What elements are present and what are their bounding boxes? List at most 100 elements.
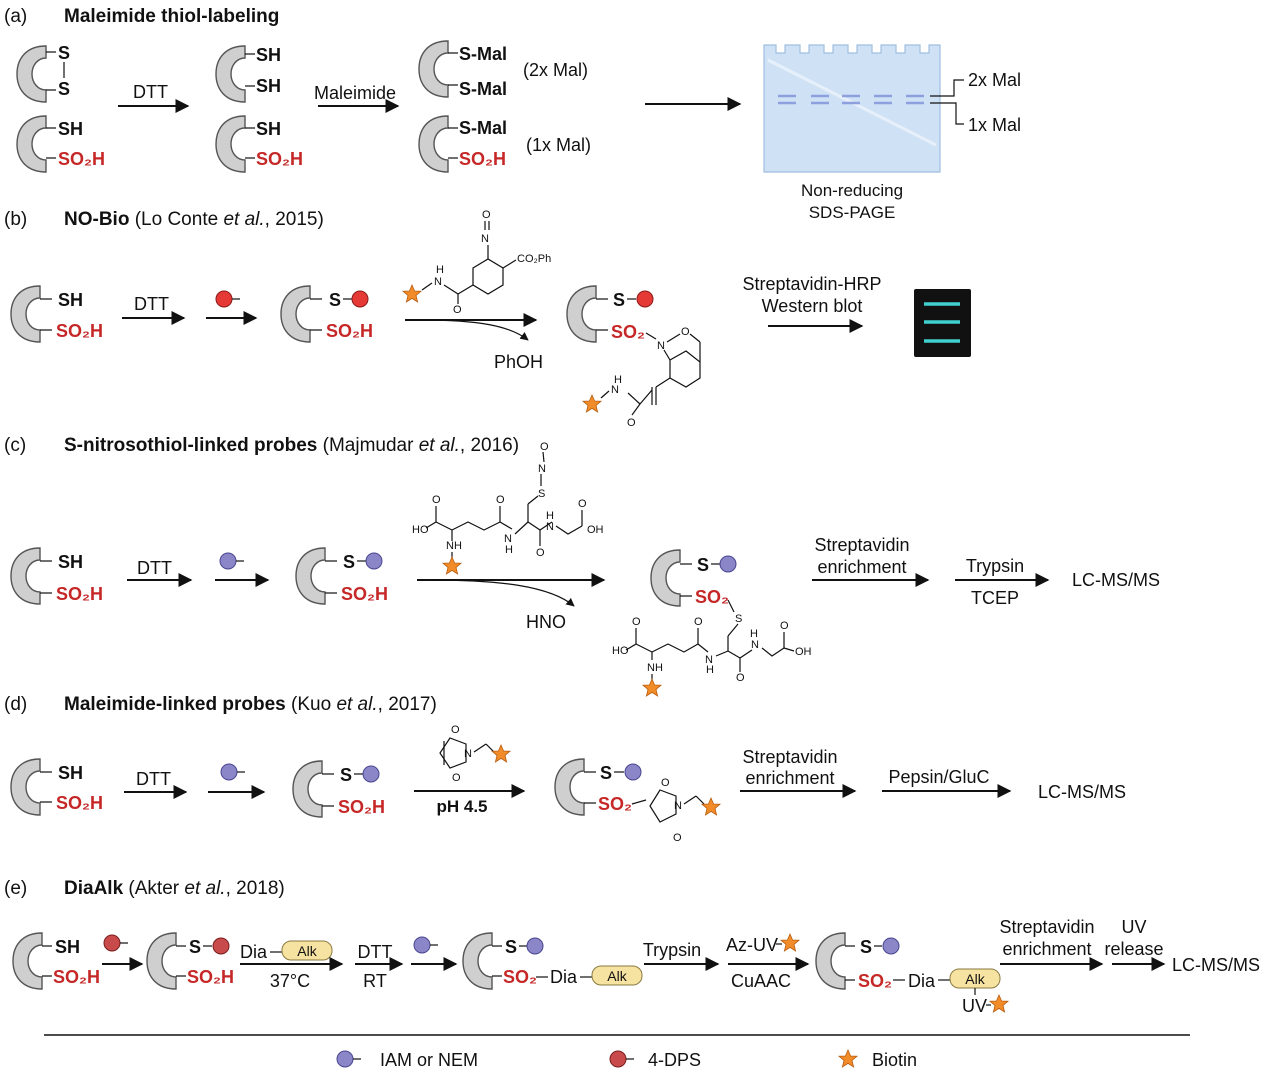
section-e-scheme: SH SO₂H S SO₂H Dia Alk 37°C DTT RT S SO₂… — [12, 917, 1260, 1016]
snitrosothiol-product-structure: S HO O O N H O H N O OH NH — [612, 613, 812, 697]
bond-line — [739, 649, 753, 659]
step-label: TCEP — [971, 588, 1019, 608]
bond-line — [715, 650, 729, 657]
byproduct-label: HNO — [526, 612, 566, 632]
sulfur-label: S — [505, 937, 517, 957]
dia-label: Dia — [550, 967, 578, 987]
citation-year: , 2017) — [378, 694, 437, 715]
thiol-label: SH — [256, 76, 281, 96]
section-c-header: (c) S-nitrosothiol-linked probes (Majmud… — [4, 435, 519, 456]
product-note: (2x Mal) — [523, 60, 588, 80]
section-letter: (b) — [4, 209, 27, 230]
sulfur-label: S — [860, 937, 872, 957]
byproduct-arrow — [419, 319, 529, 341]
citation-year: , 2018) — [226, 878, 285, 899]
chain-bond — [555, 525, 583, 535]
thiol-label: SH — [55, 937, 80, 957]
bond-line — [600, 390, 610, 399]
bond-line — [666, 333, 681, 343]
bond-line — [421, 282, 433, 291]
bond-line — [443, 284, 459, 295]
bond-line — [625, 643, 637, 651]
citation: (Akter — [128, 878, 184, 899]
byproduct-arrow — [429, 579, 575, 607]
protein-icon — [418, 115, 449, 173]
star-icon — [402, 284, 422, 303]
purple-circle-icon — [413, 936, 431, 954]
step-label: Pepsin/GluC — [888, 767, 989, 787]
step-label: enrichment — [745, 768, 834, 788]
purple-circle-icon — [362, 765, 380, 783]
bond-line — [473, 743, 487, 753]
section-title: S-nitrosothiol-linked probes — [64, 435, 317, 456]
section-title-line: NO-Bio (Lo Conte et al., 2015) — [64, 209, 324, 230]
protein-icon — [10, 758, 41, 816]
protein-icon — [215, 45, 246, 103]
gel-caption: SDS-PAGE — [809, 203, 896, 222]
section-title: DiaAlk — [64, 878, 124, 899]
section-letter: (a) — [4, 6, 27, 27]
star-icon — [642, 678, 662, 697]
section-title: Maleimide thiol-labeling — [64, 6, 279, 27]
sulfinic-acid-label: SO₂H — [53, 967, 100, 987]
section-title-line: DiaAlk (Akter et al., 2018) — [64, 878, 285, 899]
chain-bond — [761, 647, 785, 657]
citation-year: , 2016) — [460, 435, 519, 456]
sulfinyl-label: SO₂ — [611, 322, 645, 342]
section-title-line: S-nitrosothiol-linked probes (Majmudar e… — [64, 435, 519, 456]
citation: (Lo Conte — [135, 209, 224, 230]
atom-label: N — [611, 384, 619, 396]
atom-label: O — [673, 832, 682, 844]
atom-label: HO — [412, 524, 429, 536]
maleimide-reagent-structure: O O N — [439, 724, 511, 784]
atom-label: O — [496, 494, 505, 506]
condition-label: 37°C — [270, 971, 310, 991]
sulfinic-acid-label: SO₂H — [58, 149, 105, 169]
protein-icon — [280, 285, 311, 343]
protein-icon — [146, 932, 177, 990]
atom-label: NH — [446, 540, 462, 552]
atom-label: O — [482, 209, 491, 221]
bond-line — [527, 521, 541, 531]
atom-label: O — [432, 494, 441, 506]
detection-label: Streptavidin-HRP — [742, 274, 881, 294]
band-label: 1x Mal — [968, 115, 1021, 135]
citation: (Kuo — [291, 694, 336, 715]
step-label: Streptavidin — [742, 747, 837, 767]
citation-italic: et al. — [419, 435, 460, 456]
atom-label: S — [538, 488, 545, 500]
dia-label: Dia — [908, 971, 936, 991]
thiol-label: SH — [256, 45, 281, 65]
atom-label: H — [750, 628, 758, 640]
nobio-product-structure: N O O N H — [582, 326, 701, 429]
section-letter: (e) — [4, 878, 27, 899]
bond-line — [689, 333, 701, 343]
section-a-scheme: S S SH SO₂H DTT SH SH SH SO₂H Maleimide … — [16, 40, 1021, 222]
reagent-label: DTT — [137, 558, 172, 578]
step-label: Trypsin — [966, 556, 1024, 576]
section-c-scheme: SH SO₂H DTT S SO₂H HO O O N H S — [10, 441, 1160, 697]
sulfinic-acid-label: SO₂H — [187, 967, 234, 987]
citation: (Majmudar — [323, 435, 419, 456]
step-label: Streptavidin — [999, 917, 1094, 937]
atom-label: H — [706, 664, 714, 676]
star-icon — [582, 394, 602, 413]
atom-label: N — [538, 463, 546, 475]
protein-icon — [418, 40, 449, 98]
atom-label: HO — [612, 645, 629, 657]
atom-label: N — [434, 276, 442, 288]
benzene-ring — [472, 258, 504, 295]
step-label: Trypsin — [643, 940, 701, 960]
sulfinic-acid-label: SO₂H — [326, 321, 373, 341]
atom-label: OH — [795, 646, 812, 658]
bond-line — [645, 332, 657, 340]
maleimide-product-structure: O O N — [631, 777, 721, 844]
legend-item: 4-DPS — [609, 1050, 701, 1070]
thiol-label: SH — [256, 119, 281, 139]
sulfur-label: S — [343, 552, 355, 572]
atom-label: O — [632, 616, 641, 628]
atom-label: N — [481, 233, 489, 245]
legend-item: IAM or NEM — [336, 1050, 478, 1070]
section-a-header: (a) Maleimide thiol-labeling — [4, 6, 279, 27]
